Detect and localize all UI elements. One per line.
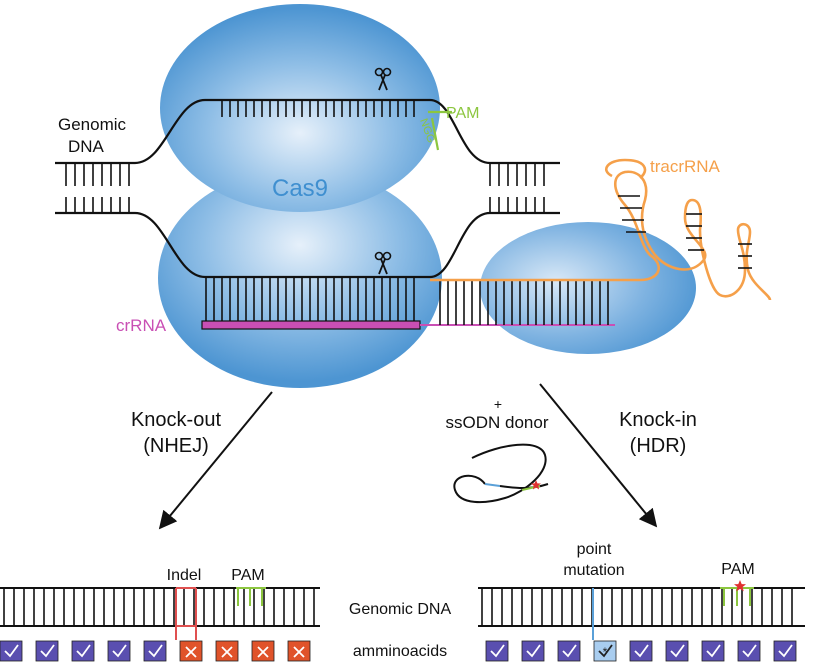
mutation-symbol: * [603, 645, 608, 659]
knockin-dna [478, 580, 805, 640]
knockin-label-line1: Knock-in [619, 409, 697, 431]
check-icon [665, 640, 689, 662]
genomic-dna-strands [55, 98, 560, 279]
ssodn-donor-strand [453, 443, 549, 504]
check-icon [557, 640, 581, 662]
genomic-dna-label-line1: Genomic [58, 115, 127, 134]
cas9-label: Cas9 [272, 175, 328, 202]
crrna-label: crRNA [116, 316, 167, 335]
knockin-arrow [539, 383, 658, 528]
cas9-protein [158, 4, 696, 388]
amino-acid-row-knockin: * [485, 640, 797, 662]
plus-label: + [494, 396, 502, 412]
check-icon [35, 640, 59, 662]
check-icon [485, 640, 509, 662]
amminoacids-label: amminoacids [353, 643, 447, 660]
scissors-icon [374, 67, 392, 91]
star-icon [734, 580, 746, 592]
check-icon [107, 640, 131, 662]
check-icon [737, 640, 761, 662]
check-icon [0, 640, 23, 662]
pam-label-bottom-left: PAM [231, 567, 264, 584]
knockout-arrow [158, 391, 273, 530]
scissors-icon [374, 251, 392, 275]
pam-label-bottom-right: PAM [721, 561, 754, 578]
x-icon [215, 640, 239, 662]
check-icon [629, 640, 653, 662]
tracrrna-label: tracrRNA [650, 157, 721, 176]
pam-marker-right [720, 587, 754, 606]
knockout-dna [0, 587, 320, 640]
genomic-dna-label-line2: DNA [68, 137, 105, 156]
genomic-dna-bottom-label: Genomic DNA [349, 601, 452, 618]
target-strand-pairing [201, 277, 615, 330]
ssodn-label: ssODN donor [446, 413, 549, 432]
amino-acid-row-knockout [0, 640, 311, 662]
pam-marker-left [236, 587, 266, 606]
knockout-label-line1: Knock-out [131, 409, 221, 431]
tracrrna-structure [430, 158, 772, 301]
check-icon [701, 640, 725, 662]
check-icon [143, 640, 167, 662]
pam-label-top: PAM [446, 105, 479, 122]
knockout-label-line2: (NHEJ) [143, 435, 209, 457]
star-icon [531, 480, 541, 490]
knockin-label-line2: (HDR) [630, 435, 687, 457]
mutated-amino-acid: * [593, 640, 617, 662]
dna-rungs-left [65, 163, 130, 213]
indel-label: Indel [167, 567, 202, 584]
check-icon [521, 640, 545, 662]
x-icon [179, 640, 203, 662]
point-mutation-label-line1: point [577, 541, 612, 558]
check-icon [773, 640, 797, 662]
pam-marker-top [428, 110, 452, 151]
dna-rungs-top [221, 100, 415, 117]
dna-rungs-right [489, 163, 545, 213]
x-icon [251, 640, 275, 662]
indel-marker [175, 587, 197, 640]
check-icon [71, 640, 95, 662]
x-icon [287, 640, 311, 662]
tracrrna-hairpin-rungs [618, 195, 752, 269]
point-mutation-label-line2: mutation [563, 562, 624, 579]
